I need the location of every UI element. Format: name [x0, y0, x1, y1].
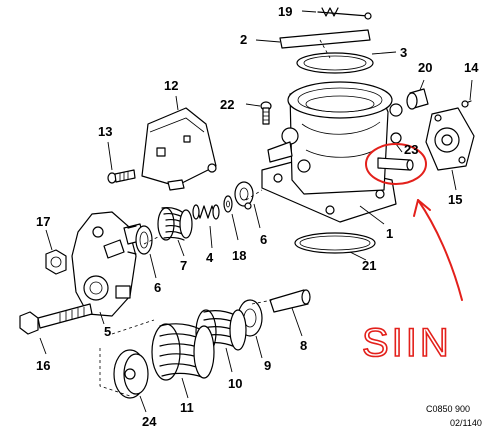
part-11-spring: [151, 323, 215, 399]
part-3-gasket: [296, 51, 397, 74]
part-12-bracket: [141, 95, 217, 191]
highlight-circle: [365, 143, 427, 185]
part-24-diaphragm: [113, 349, 149, 413]
callout-7: 7: [180, 258, 187, 273]
callout-6a: 6: [154, 280, 161, 295]
part-4-spring: [192, 204, 220, 249]
callout-21: 21: [362, 258, 376, 273]
callout-12: 12: [164, 78, 178, 93]
callout-labels: 19 2 3 20 14 12 22 13 23 15 1 17 7 4 18 …: [36, 4, 479, 429]
part-7-spring: [157, 206, 193, 257]
callout-18: 18: [232, 248, 246, 263]
callout-14: 14: [464, 60, 479, 75]
callout-9: 9: [264, 358, 271, 373]
callout-19: 19: [278, 4, 292, 19]
annotation-arrow: [417, 199, 463, 301]
callout-3: 3: [400, 45, 407, 60]
part-23-pin: [377, 132, 414, 171]
part-16-bolt: [19, 303, 93, 355]
part-21-o-ring: [294, 232, 376, 261]
part-14-screw: [461, 79, 473, 108]
part-15-sensor: [425, 107, 475, 191]
reference-code: C0850 900: [426, 404, 470, 414]
part-22-bolt: [245, 101, 272, 125]
callout-4: 4: [206, 250, 214, 265]
part-19-spring-pin: [301, 7, 372, 20]
callout-5: 5: [104, 324, 111, 339]
callout-6b: 6: [260, 232, 267, 247]
callout-23: 23: [404, 142, 418, 157]
reference-date: 02/1140: [450, 418, 482, 428]
reference-block: C0850 900 02/1140: [426, 404, 482, 428]
callout-15: 15: [448, 192, 462, 207]
part-17-nut: [45, 229, 67, 275]
callout-16: 16: [36, 358, 50, 373]
callout-13: 13: [98, 124, 112, 139]
callout-24: 24: [142, 414, 157, 429]
part-18-washer: [223, 195, 239, 241]
part-2-shaft: [255, 29, 371, 49]
part-20-sleeve: [406, 79, 429, 110]
callout-10: 10: [228, 376, 242, 391]
part-6-cap-left: [127, 225, 157, 279]
red-annotation: SIIN: [361, 143, 463, 366]
callout-17: 17: [36, 214, 50, 229]
callout-20: 20: [418, 60, 432, 75]
callout-1: 1: [386, 226, 393, 241]
part-5-housing: [71, 211, 145, 325]
callout-11: 11: [180, 400, 194, 415]
part-8-pin: [269, 289, 311, 337]
callout-22: 22: [220, 97, 234, 112]
part-6-cap-right: [234, 181, 261, 229]
callout-8: 8: [300, 338, 307, 353]
handwritten-note: SIIN: [362, 321, 452, 365]
callout-2: 2: [240, 32, 247, 47]
assembly-guide-lines: [99, 39, 331, 397]
part-13-screw: [107, 141, 136, 184]
part-1-throttle-body: [261, 81, 403, 225]
